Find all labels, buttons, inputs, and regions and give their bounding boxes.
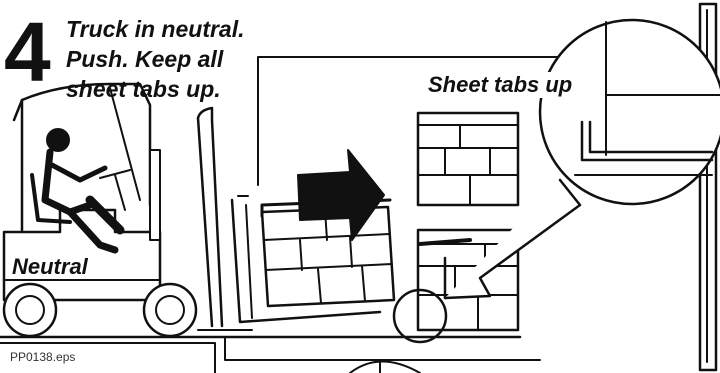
- instruction-line-1: Truck in neutral.: [66, 16, 245, 42]
- callout-label: Sheet tabs up: [426, 72, 574, 98]
- instruction-line-2: Push. Keep all: [66, 46, 223, 72]
- neutral-label: Neutral: [12, 254, 88, 280]
- instruction-line-3: sheet tabs up.: [66, 76, 221, 102]
- floor: [0, 330, 540, 373]
- step-number: 4: [4, 10, 49, 94]
- forklift: [4, 84, 196, 336]
- file-name-label: PP0138.eps: [10, 350, 75, 364]
- detail-circle-large: [540, 20, 720, 204]
